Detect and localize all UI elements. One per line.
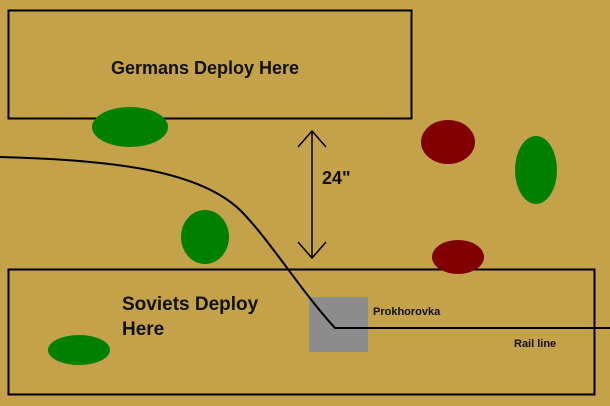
green-forest <box>92 107 168 147</box>
rail-line <box>0 156 610 329</box>
german-deployment-zone <box>7 9 413 120</box>
green-forest <box>48 335 110 365</box>
rail-label: Rail line <box>514 338 556 350</box>
red-hill <box>432 240 484 274</box>
prokhorovka-town <box>309 297 368 352</box>
soviet-zone-label-line2: Here <box>122 319 164 340</box>
green-forest <box>515 136 557 204</box>
soviet-deployment-zone <box>7 268 596 396</box>
soviet-zone-label-line1: Soviets Deploy <box>122 294 259 315</box>
green-forest <box>181 210 229 264</box>
town-label: Prokhorovka <box>373 306 441 318</box>
distance-arrow <box>297 129 327 260</box>
distance-label: 24" <box>322 168 351 188</box>
german-zone-label: Germans Deploy Here <box>111 58 299 78</box>
red-hill <box>421 120 475 164</box>
